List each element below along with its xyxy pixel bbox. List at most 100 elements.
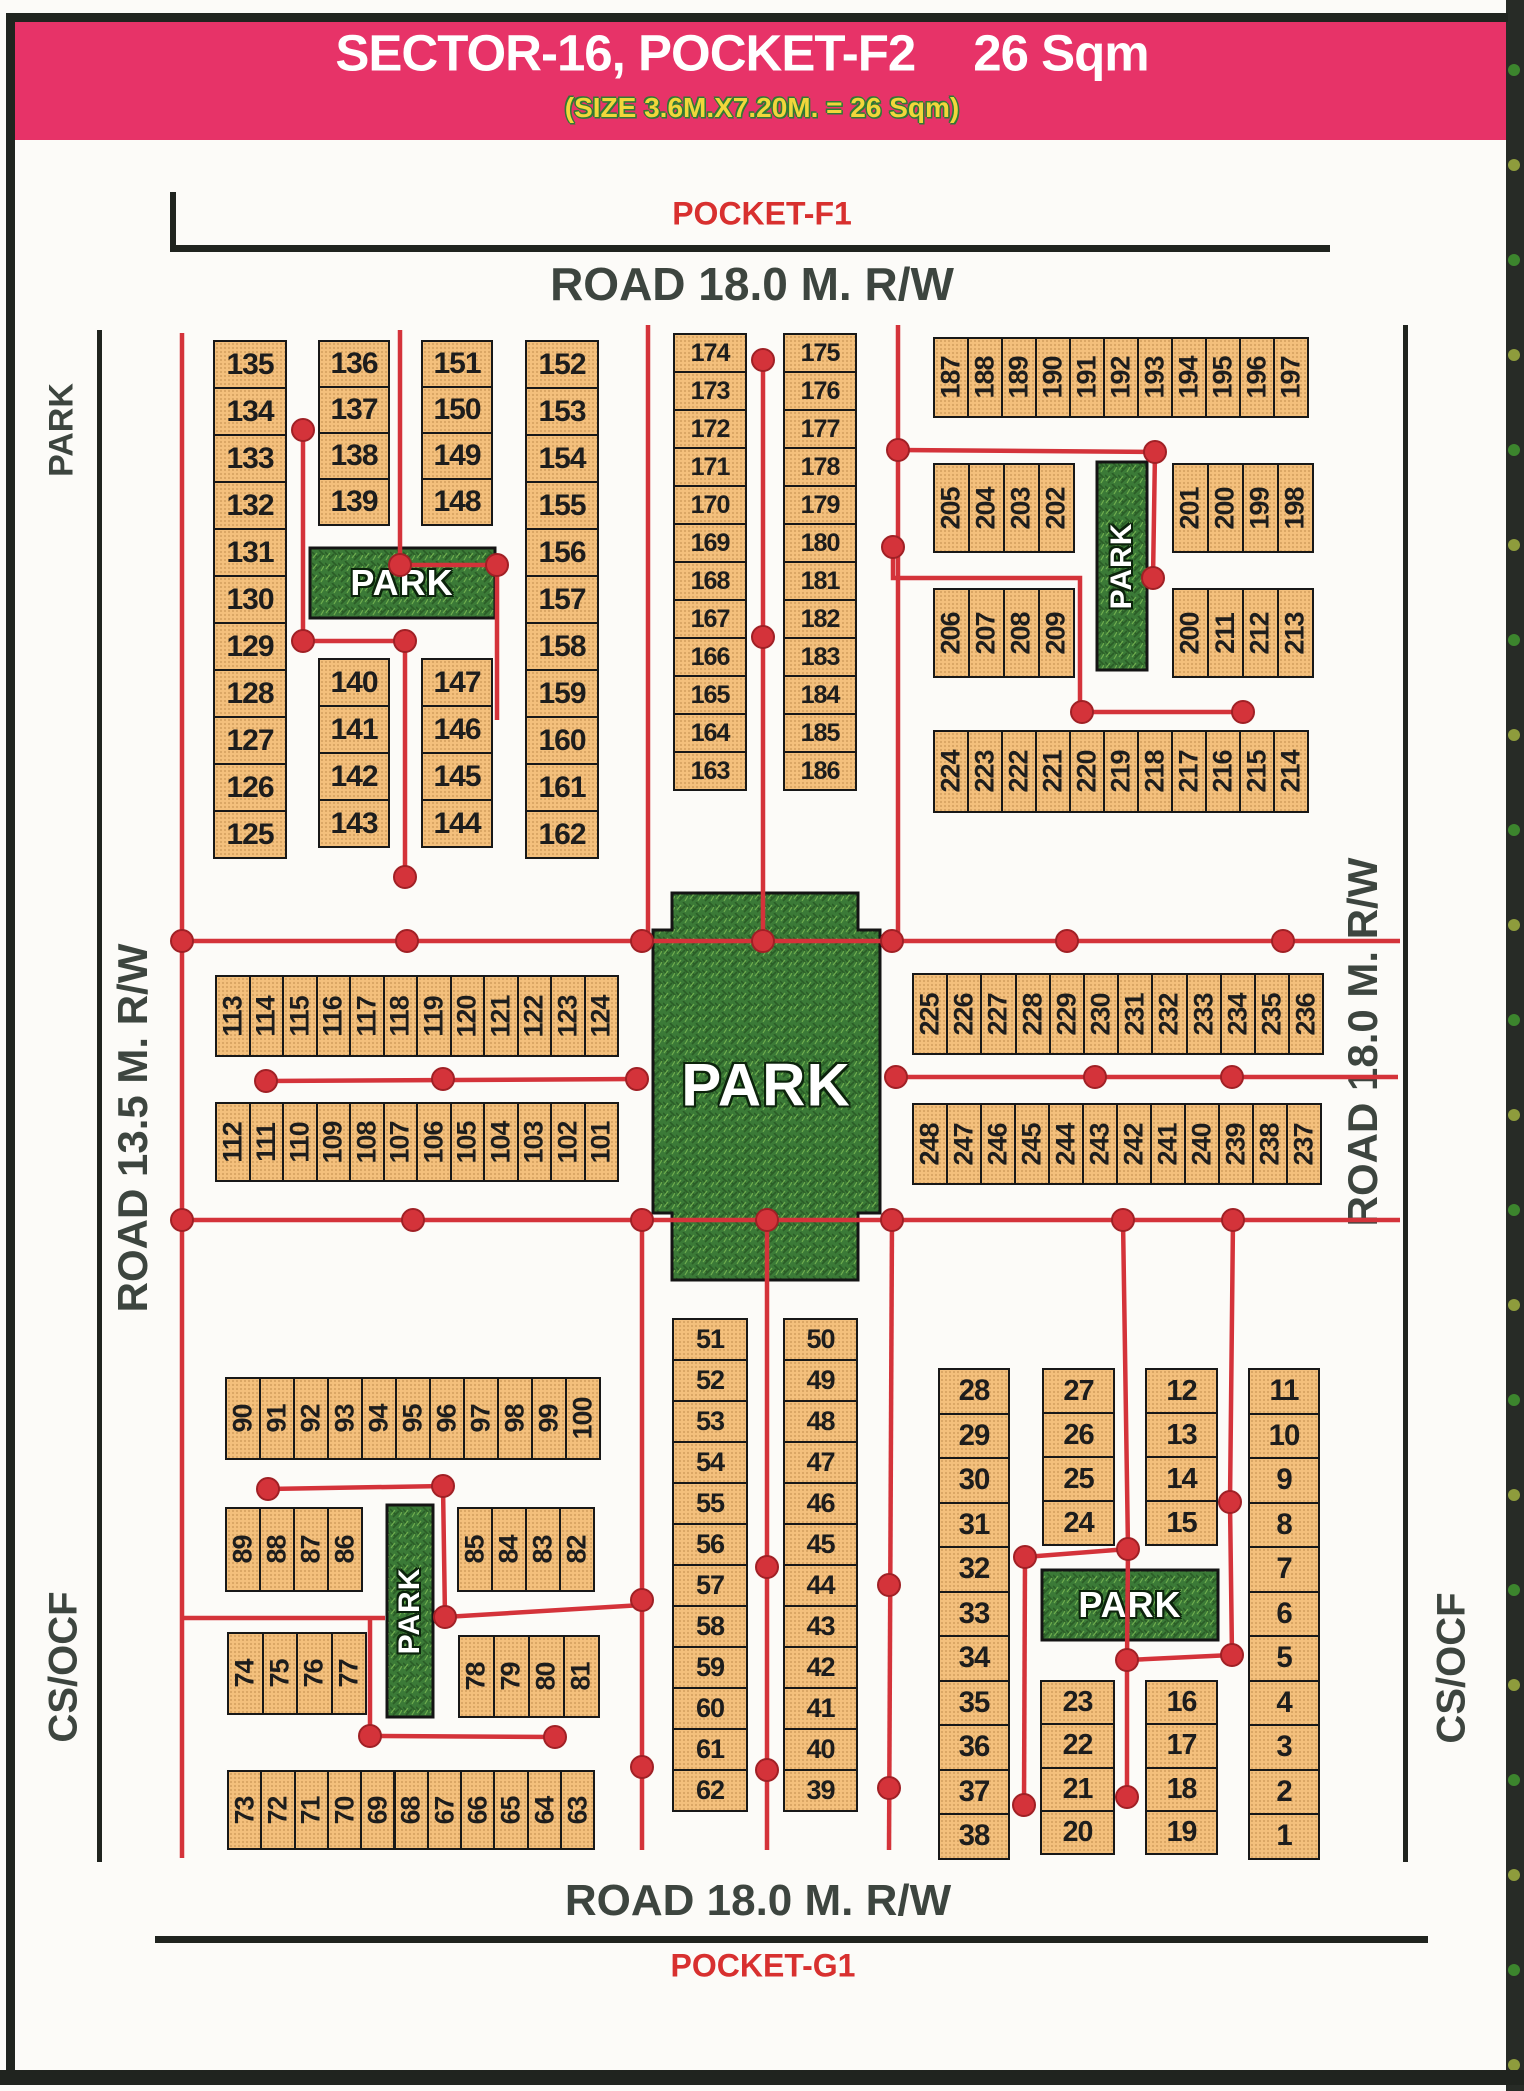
plot-cell-218: 218: [1137, 730, 1173, 813]
plot-number: 23: [1062, 1686, 1094, 1719]
plot-number: 245: [1016, 1122, 1047, 1166]
plot-cell-160: 160: [525, 716, 599, 765]
plot-cell-79: 79: [493, 1635, 530, 1718]
plot-number: 26: [1063, 1418, 1094, 1451]
plot-number: 67: [428, 1796, 459, 1824]
plot-cell-241: 241: [1150, 1103, 1186, 1185]
red-service-node: [1055, 929, 1079, 953]
park-left-margin-label: PARK: [42, 383, 81, 477]
plot-cell-181: 181: [783, 561, 857, 601]
plot-number: 229: [1051, 992, 1082, 1036]
plot-number: 102: [552, 1121, 583, 1163]
plot-cell-80: 80: [528, 1635, 565, 1718]
plot-number: 34: [958, 1641, 991, 1675]
plot-number: 92: [295, 1404, 326, 1433]
plot-number: 209: [1041, 611, 1071, 655]
plot-number: 94: [363, 1404, 394, 1433]
plot-cell-73: 73: [227, 1770, 263, 1850]
red-service-node: [1143, 440, 1167, 464]
plot-number: 91: [261, 1404, 292, 1433]
plot-cell-1: 1: [1248, 1813, 1320, 1860]
red-service-node: [1083, 1065, 1107, 1089]
plot-cell-3: 3: [1248, 1724, 1320, 1771]
plot-number: 154: [538, 441, 586, 475]
pocket-f1-label: POCKET-F1: [672, 195, 852, 232]
plot-number: 107: [384, 1121, 415, 1163]
plot-cell-164: 164: [673, 713, 747, 753]
plot-number: 117: [351, 995, 382, 1037]
plot-cell-129: 129: [213, 622, 287, 671]
plot-cell-82: 82: [559, 1507, 595, 1592]
plot-cell-161: 161: [525, 763, 599, 812]
plot-number: 197: [1275, 356, 1306, 399]
plot-cell-216: 216: [1205, 730, 1241, 813]
plot-number: 124: [585, 995, 616, 1037]
plot-number: 6: [1276, 1596, 1292, 1630]
boundary-line: [97, 330, 102, 1862]
plot-cell-225: 225: [912, 973, 949, 1055]
plot-cell-206: 206: [933, 588, 970, 678]
plot-number: 8: [1276, 1507, 1292, 1541]
plot-cell-21: 21: [1040, 1766, 1115, 1812]
plot-cell-56: 56: [672, 1523, 748, 1566]
plot-cell-109: 109: [315, 1102, 351, 1182]
plot-cell-226: 226: [946, 973, 983, 1055]
plot-number: 157: [538, 582, 586, 616]
plot-cell-28: 28: [938, 1368, 1010, 1415]
plot-cell-215: 215: [1239, 730, 1275, 813]
plot-number: 203: [1006, 486, 1036, 530]
plot-cell-194: 194: [1171, 337, 1207, 418]
plot-number: 182: [800, 604, 841, 633]
cs-ocf-left-label: CS/OCF: [41, 1591, 86, 1743]
plot-number: 90: [227, 1404, 258, 1433]
plot-number: 118: [384, 995, 415, 1037]
plot-cell-154: 154: [525, 434, 599, 483]
plot-number: 95: [397, 1404, 428, 1433]
plot-number: 237: [1288, 1122, 1319, 1166]
plot-number: 128: [226, 676, 274, 710]
plot-cell-32: 32: [938, 1546, 1010, 1593]
park-label-top-left: PARK: [350, 562, 454, 603]
plot-cell-176: 176: [783, 371, 857, 411]
red-service-node: [630, 1755, 654, 1779]
plot-cell-211: 211: [1207, 588, 1244, 678]
red-service-node: [881, 535, 905, 559]
plot-cell-220: 220: [1069, 730, 1105, 813]
plot-cell-149: 149: [421, 432, 493, 480]
plot-number: 221: [1037, 750, 1068, 793]
plot-cell-119: 119: [416, 975, 452, 1057]
plot-number: 114: [250, 995, 281, 1037]
plot-cell-137: 137: [318, 386, 390, 434]
plot-number: 54: [695, 1447, 725, 1477]
plot-number: 85: [459, 1535, 490, 1564]
plot-number: 74: [229, 1659, 260, 1688]
red-service-node: [1231, 700, 1255, 724]
plot-cell-126: 126: [213, 763, 287, 812]
plot-cell-159: 159: [525, 669, 599, 718]
plot-cell-48: 48: [783, 1400, 858, 1443]
plot-cell-22: 22: [1040, 1723, 1115, 1769]
plot-cell-145: 145: [421, 752, 493, 801]
plot-number: 89: [227, 1535, 258, 1564]
red-service-line: [265, 1076, 638, 1084]
plot-number: 233: [1188, 992, 1219, 1036]
plot-number: 235: [1256, 992, 1287, 1036]
plot-number: 132: [226, 488, 274, 522]
plot-number: 2: [1276, 1774, 1292, 1808]
plot-number: 177: [800, 414, 841, 443]
plot-number: 248: [914, 1122, 945, 1166]
plot-number: 115: [284, 995, 315, 1037]
plot-cell-134: 134: [213, 387, 287, 436]
plot-number: 70: [329, 1796, 360, 1824]
plot-number: 184: [800, 680, 841, 709]
plot-number: 49: [806, 1365, 835, 1395]
plot-number: 44: [806, 1570, 835, 1600]
boundary-line: [6, 13, 1508, 22]
plot-number: 13: [1166, 1418, 1197, 1451]
plot-number: 18: [1166, 1772, 1198, 1805]
plot-cell-170: 170: [673, 485, 747, 525]
plot-cell-140: 140: [318, 658, 390, 707]
plot-cell-237: 237: [1286, 1103, 1322, 1185]
plot-cell-177: 177: [783, 409, 857, 449]
